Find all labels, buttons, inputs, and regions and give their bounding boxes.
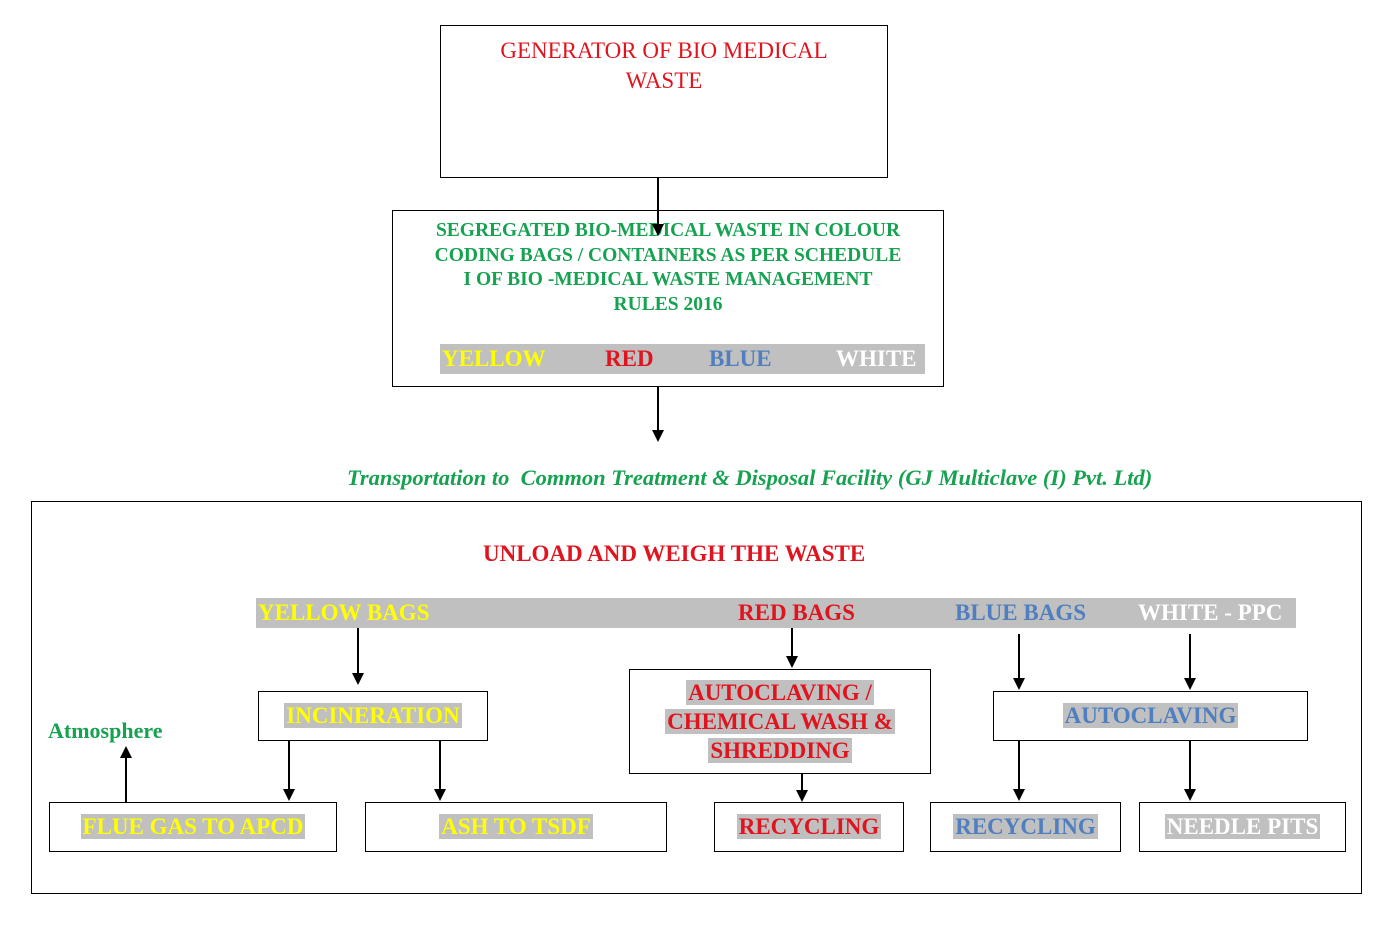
arrowhead-recycling-blue (1013, 789, 1025, 801)
arrowhead-generator (652, 224, 664, 236)
flue-gas-label-wrap: FLUE GAS TO APCD (50, 813, 336, 841)
recycling-red-label: RECYCLING (736, 814, 882, 839)
needle-pits-label-wrap: NEEDLE PITS (1140, 813, 1345, 841)
arrowhead-yellow (352, 673, 364, 685)
arrowhead-needle (1184, 789, 1196, 801)
generator-box: GENERATOR OF BIO MEDICAL WASTE (440, 25, 888, 178)
autoclave-red-label: AUTOCLAVING / CHEMICAL WASH & SHREDDING (630, 678, 930, 765)
arrowhead-blue (1013, 678, 1025, 690)
segregation-box: SEGREGATED BIO-MEDICAL WASTE IN COLOUR C… (392, 210, 944, 387)
segregation-line-1: SEGREGATED BIO-MEDICAL WASTE IN COLOUR (435, 220, 901, 241)
transport-caption: Transportation to Common Treatment & Dis… (347, 465, 1153, 490)
flue-gas-label: FLUE GAS TO APCD (80, 814, 306, 839)
recycling-blue-box: RECYCLING (930, 802, 1121, 852)
segregation-description: SEGREGATED BIO-MEDICAL WASTE IN COLOUR C… (393, 219, 943, 317)
colour-blue: BLUE (709, 346, 772, 371)
recycling-red-label-wrap: RECYCLING (715, 813, 903, 841)
autoclave-red-box: AUTOCLAVING / CHEMICAL WASH & SHREDDING (629, 669, 931, 774)
ash-label-wrap: ASH TO TSDF (366, 813, 666, 841)
atmosphere-label: Atmosphere (48, 718, 163, 743)
colour-red: RED (605, 346, 654, 371)
autoclaving-label-wrap: AUTOCLAVING (994, 702, 1307, 730)
facility-title: UNLOAD AND WEIGH THE WASTE (483, 541, 866, 566)
needle-pits-box: NEEDLE PITS (1139, 802, 1346, 852)
arrowhead-ash (434, 789, 446, 801)
arrowhead-white (1184, 678, 1196, 690)
arrowhead-recycling-red (796, 790, 808, 802)
segregation-line-4: RULES 2016 (613, 293, 723, 315)
flue-gas-box: FLUE GAS TO APCD (49, 802, 337, 852)
incineration-label: INCINERATION (284, 703, 462, 728)
arrowhead-atmosphere (120, 746, 132, 758)
arrowhead-segregation (652, 430, 664, 442)
autoclaving-box: AUTOCLAVING (993, 691, 1308, 741)
autoclave-red-line-2: CHEMICAL WASH & (665, 709, 895, 734)
autoclave-red-line-1: AUTOCLAVING / (686, 680, 874, 705)
autoclave-red-line-3: SHREDDING (708, 738, 852, 763)
needle-pits-label: NEEDLE PITS (1164, 814, 1321, 839)
ash-label: ASH TO TSDF (439, 814, 593, 839)
bags-white: WHITE - PPC (1138, 600, 1283, 625)
segregation-line-3: I OF BIO -MEDICAL WASTE MANAGEMENT (463, 269, 873, 290)
recycling-blue-label: RECYCLING (953, 814, 1098, 839)
colour-code-bar (440, 344, 925, 374)
generator-line-1: GENERATOR OF BIO MEDICAL (500, 38, 828, 63)
arrowhead-flue (283, 789, 295, 801)
recycling-red-box: RECYCLING (714, 802, 904, 852)
bags-yellow: YELLOW BAGS (258, 600, 430, 625)
colour-white: WHITE (836, 346, 917, 371)
segregation-line-2: CODING BAGS / CONTAINERS AS PER SCHEDULE (434, 244, 902, 266)
bags-blue: BLUE BAGS (955, 600, 1087, 625)
autoclaving-label: AUTOCLAVING (1062, 703, 1239, 728)
generator-line-2: WASTE (625, 68, 703, 93)
bags-red: RED BAGS (738, 600, 855, 625)
bags-bar (256, 598, 1296, 628)
arrowhead-red (786, 656, 798, 668)
generator-label: GENERATOR OF BIO MEDICAL WASTE (441, 36, 887, 96)
incineration-label-wrap: INCINERATION (259, 702, 487, 730)
ash-box: ASH TO TSDF (365, 802, 667, 852)
incineration-box: INCINERATION (258, 691, 488, 741)
colour-yellow: YELLOW (442, 346, 546, 371)
recycling-blue-label-wrap: RECYCLING (931, 813, 1120, 841)
